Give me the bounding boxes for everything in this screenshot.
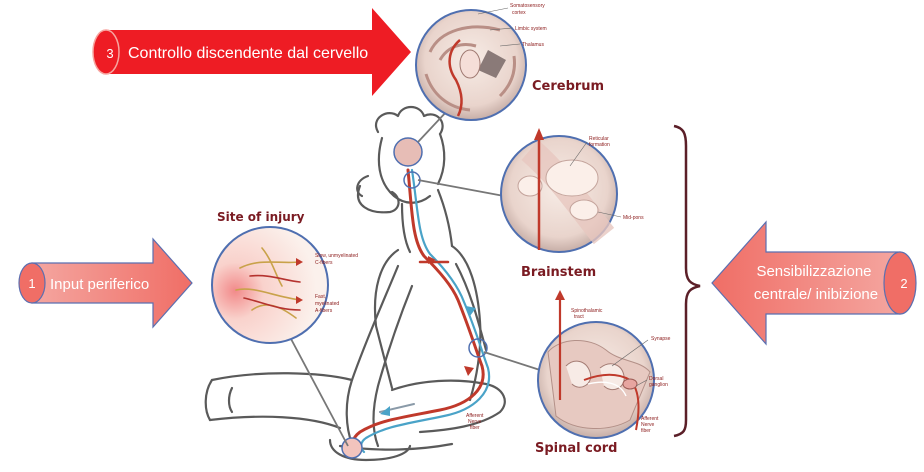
bracket — [674, 126, 700, 436]
arrow-3-label: Controllo discendente dal cervello — [128, 45, 368, 62]
arrow-peripheral-input: 1 Input periferico — [19, 239, 192, 327]
cerebrum-label-4: Thalamus — [522, 42, 544, 48]
arrow-1-label: Input periferico — [50, 276, 149, 293]
brainstem-label-2: formation — [589, 142, 610, 148]
cerebrum-label-3: Limbic system — [515, 26, 547, 32]
arrow-1-number: 1 — [28, 276, 35, 291]
spinal-panel: Spinothalamic tract Synapse Dorsal gangl… — [535, 290, 671, 456]
brainstem-panel: Reticular formation Mid-pons Brainstem — [501, 128, 644, 280]
cerebrum-title: Cerebrum — [532, 79, 604, 94]
injury-label-2: C-fibers — [315, 260, 333, 266]
injury-title: Site of injury — [217, 210, 305, 224]
cerebrum-label-2: cortex — [512, 10, 526, 16]
injury-label-1: Slow, unmyelinated — [315, 253, 358, 259]
injury-label-3: Fast, — [315, 294, 326, 300]
spinal-label-8: fiber — [641, 428, 651, 434]
spinal-label-2: tract — [574, 314, 584, 320]
spinal-title: Spinal cord — [535, 441, 618, 456]
cerebrum-label-1: Somatosensory — [510, 3, 545, 9]
arrow-2-label-line2: centrale/ inibizione — [754, 286, 878, 303]
cerebrum-panel: Somatosensory cortex Limbic system Thala… — [416, 3, 604, 120]
body-label-3: fiber — [470, 425, 480, 431]
injury-label-4: myelinated — [315, 301, 339, 307]
arrow-central-sensitization: 2 Sensibilizzazione centrale/ inibizione — [712, 222, 916, 344]
spinal-label-5: ganglion — [649, 382, 668, 388]
brainstem-title: Brainstem — [521, 265, 596, 280]
injury-panel: Site of injury Slow, unmyelinated C-fibe… — [212, 210, 358, 343]
brainstem-label-3: Mid-pons — [623, 215, 644, 221]
arrow-3-number: 3 — [106, 46, 113, 61]
brain-marker — [394, 138, 422, 166]
arrow-2-label-line1: Sensibilizzazione — [756, 263, 871, 280]
arrow-descending-control: 3 Controllo discendente dal cervello — [93, 8, 411, 96]
spinal-label-3: Synapse — [651, 336, 671, 342]
arrow-2-number: 2 — [900, 276, 907, 291]
injury-label-5: A-fibers — [315, 308, 333, 314]
